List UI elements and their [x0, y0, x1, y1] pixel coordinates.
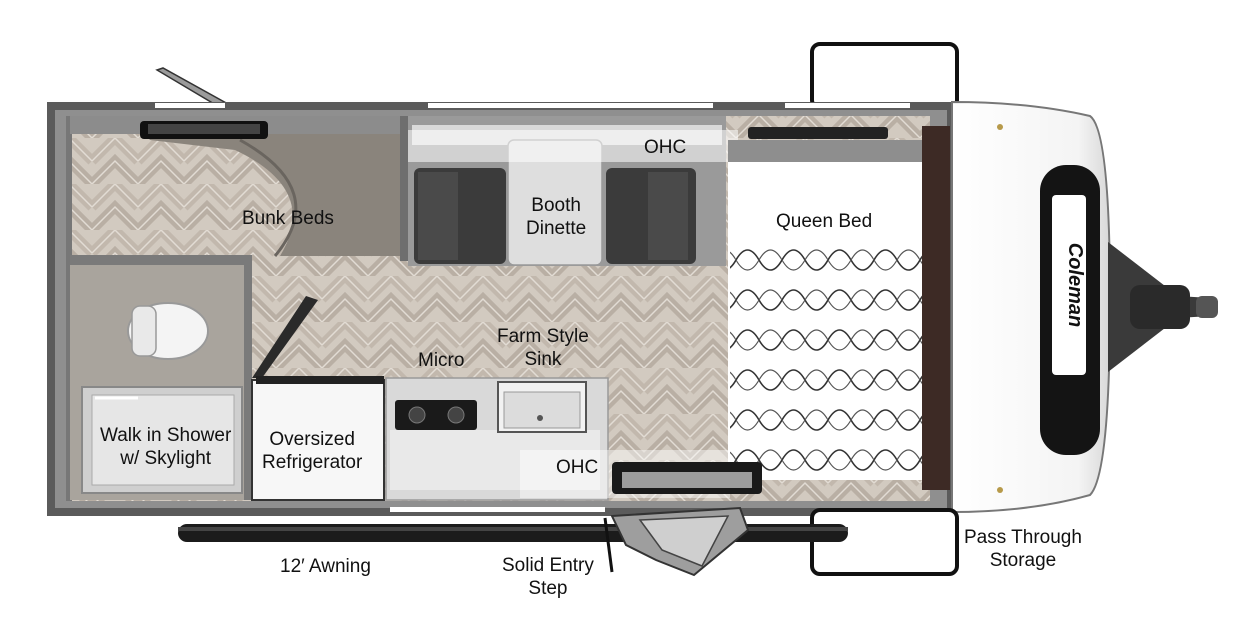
label-ohc-bottom: OHC: [556, 457, 599, 478]
label-refrigerator: Oversized Refrigerator: [262, 429, 363, 473]
label-awning: 12′ Awning: [280, 556, 371, 577]
headboard: [922, 126, 950, 490]
label-queen-bed: Queen Bed: [776, 211, 873, 232]
bed-skylight: [748, 127, 888, 139]
cooktop: [395, 400, 477, 430]
label-farm-style-sink: Farm Style Sink: [497, 326, 589, 370]
label-entry-step: Solid Entry Step: [502, 555, 594, 599]
bunk-beds: [130, 116, 400, 256]
label-micro: Micro: [418, 350, 465, 371]
label-booth-dinette: Booth Dinette: [526, 195, 587, 239]
svg-text:Coleman: Coleman: [1064, 243, 1086, 327]
label-ohc-top: OHC: [644, 137, 687, 158]
ohc-top: [408, 130, 738, 162]
storage-hatch-top: [810, 42, 959, 110]
label-pass-through-storage: Pass Through Storage: [964, 527, 1082, 571]
bathroom-door: [252, 296, 318, 378]
refrigerator: [251, 379, 385, 501]
label-walk-in-shower: Walk in Shower w/ Skylight: [100, 425, 232, 469]
label-bunk-beds: Bunk Beds: [242, 208, 334, 229]
